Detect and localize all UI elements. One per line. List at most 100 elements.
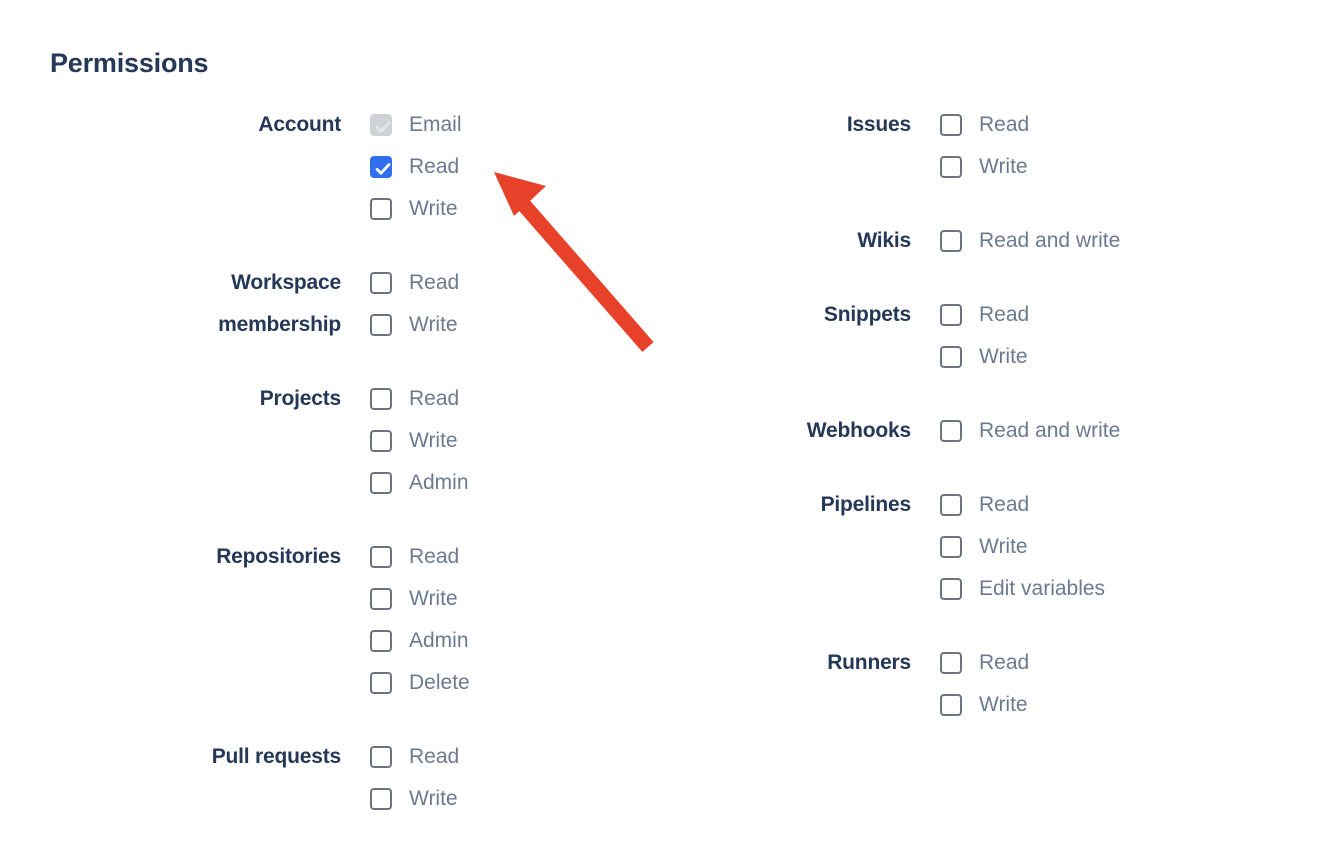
checkmark-icon (372, 158, 394, 180)
permission-option-label: Write (979, 535, 1028, 558)
checkbox-unchecked[interactable] (370, 388, 392, 410)
permission-option-row[interactable]: Write (370, 304, 459, 346)
checkbox-unchecked[interactable] (370, 672, 392, 694)
checkbox-unchecked[interactable] (940, 230, 962, 252)
permission-group-label-line: Pipelines (820, 493, 912, 516)
permission-group-label-line: Workspace (231, 271, 341, 294)
permission-option-label: Admin (409, 471, 469, 494)
permission-option-label: Read (409, 271, 460, 294)
permission-option-row[interactable]: Read and write (940, 220, 1120, 262)
checkbox-unchecked[interactable] (940, 536, 962, 558)
permission-option-row[interactable]: Read (370, 378, 469, 420)
permission-option-row[interactable]: Delete (370, 662, 470, 704)
permission-option-row[interactable]: Read (940, 104, 1029, 146)
checkbox-unchecked[interactable] (940, 652, 962, 674)
permission-option-row[interactable]: Write (370, 188, 462, 230)
permission-option-row[interactable]: Read (370, 736, 459, 778)
permission-option-row[interactable]: Write (940, 684, 1029, 726)
permission-group-label: Pull requests (0, 736, 341, 778)
permission-option-row[interactable]: Read (940, 294, 1029, 336)
permission-group-label: Snippets (570, 294, 911, 336)
permission-group: Wikis Read and write (570, 220, 1120, 262)
checkbox-unchecked[interactable] (940, 694, 962, 716)
permission-option-row[interactable]: Write (370, 778, 459, 820)
checkmark-icon (372, 116, 394, 138)
permission-option-label: Write (409, 197, 458, 220)
permission-group-label: Webhooks (570, 410, 911, 452)
permission-option-label: Read (409, 745, 460, 768)
permission-group-label-line: Issues (846, 113, 911, 136)
permission-group-label-line: Pull requests (211, 745, 341, 768)
permission-group-label-line: Webhooks (806, 419, 911, 442)
checkbox-unchecked[interactable] (940, 304, 962, 326)
permission-group-label: Runners (570, 642, 911, 684)
permission-group-label-line: Account (258, 113, 341, 136)
checkbox-unchecked[interactable] (370, 198, 392, 220)
page-title: Permissions (50, 48, 209, 78)
checkbox-unchecked[interactable] (940, 156, 962, 178)
permission-option-row[interactable]: Read (370, 536, 470, 578)
checkbox-unchecked[interactable] (940, 420, 962, 442)
permission-option-row[interactable]: Read (370, 262, 459, 304)
permission-option-label: Read (409, 387, 460, 410)
checkbox-unchecked[interactable] (940, 578, 962, 600)
permission-option-list: Read and write (940, 220, 1120, 262)
permission-option-label: Admin (409, 629, 469, 652)
permission-group-label: Projects (0, 378, 341, 420)
checkbox-unchecked[interactable] (370, 588, 392, 610)
permission-option-row[interactable]: Edit variables (940, 568, 1105, 610)
checkbox-unchecked[interactable] (370, 546, 392, 568)
permission-option-row[interactable]: Write (940, 336, 1029, 378)
permission-option-row[interactable]: Read (940, 484, 1105, 526)
permission-group-label-line: Projects (259, 387, 341, 410)
permission-option-row[interactable]: Write (370, 578, 470, 620)
permission-option-row[interactable]: Write (940, 526, 1105, 568)
permission-option-row[interactable]: Admin (370, 462, 469, 504)
permission-option-label: Read (409, 155, 460, 178)
permission-option-row: Email (370, 104, 462, 146)
permission-option-row[interactable]: Read (940, 642, 1029, 684)
permission-option-label: Read and write (979, 419, 1121, 442)
checkbox-unchecked[interactable] (940, 346, 962, 368)
checkbox-unchecked[interactable] (940, 494, 962, 516)
permission-group-label: Account (0, 104, 341, 146)
checkbox-unchecked[interactable] (370, 272, 392, 294)
checkbox-unchecked[interactable] (370, 314, 392, 336)
permission-group-label: Repositories (0, 536, 341, 578)
permission-option-row[interactable]: Read and write (940, 410, 1120, 452)
permission-option-label: Edit variables (979, 577, 1106, 600)
permission-group-label-line: Snippets (823, 303, 911, 326)
permission-group: Webhooks Read and write (570, 410, 1120, 452)
permission-option-label: Write (409, 787, 458, 810)
permission-option-label: Delete (409, 671, 470, 694)
checkbox-unchecked[interactable] (940, 114, 962, 136)
permission-group-label-line: membership (218, 313, 341, 336)
permission-group-label-line: Wikis (857, 229, 911, 252)
checkbox-unchecked[interactable] (370, 630, 392, 652)
checkbox-checked[interactable] (370, 156, 392, 178)
permission-group-label: Pipelines (570, 484, 912, 526)
checkbox-unchecked[interactable] (370, 788, 392, 810)
permission-option-label: Write (979, 155, 1028, 178)
permission-option-row[interactable]: Admin (370, 620, 470, 662)
checkbox-unchecked[interactable] (370, 746, 392, 768)
permission-option-row[interactable]: Read (370, 146, 462, 188)
permission-option-label: Write (979, 693, 1028, 716)
permission-option-row[interactable]: Write (370, 420, 469, 462)
checkbox-unchecked[interactable] (370, 472, 392, 494)
permission-option-row[interactable]: Write (940, 146, 1029, 188)
checkbox-disabled-checked (370, 114, 392, 136)
checkbox-unchecked[interactable] (370, 430, 392, 452)
